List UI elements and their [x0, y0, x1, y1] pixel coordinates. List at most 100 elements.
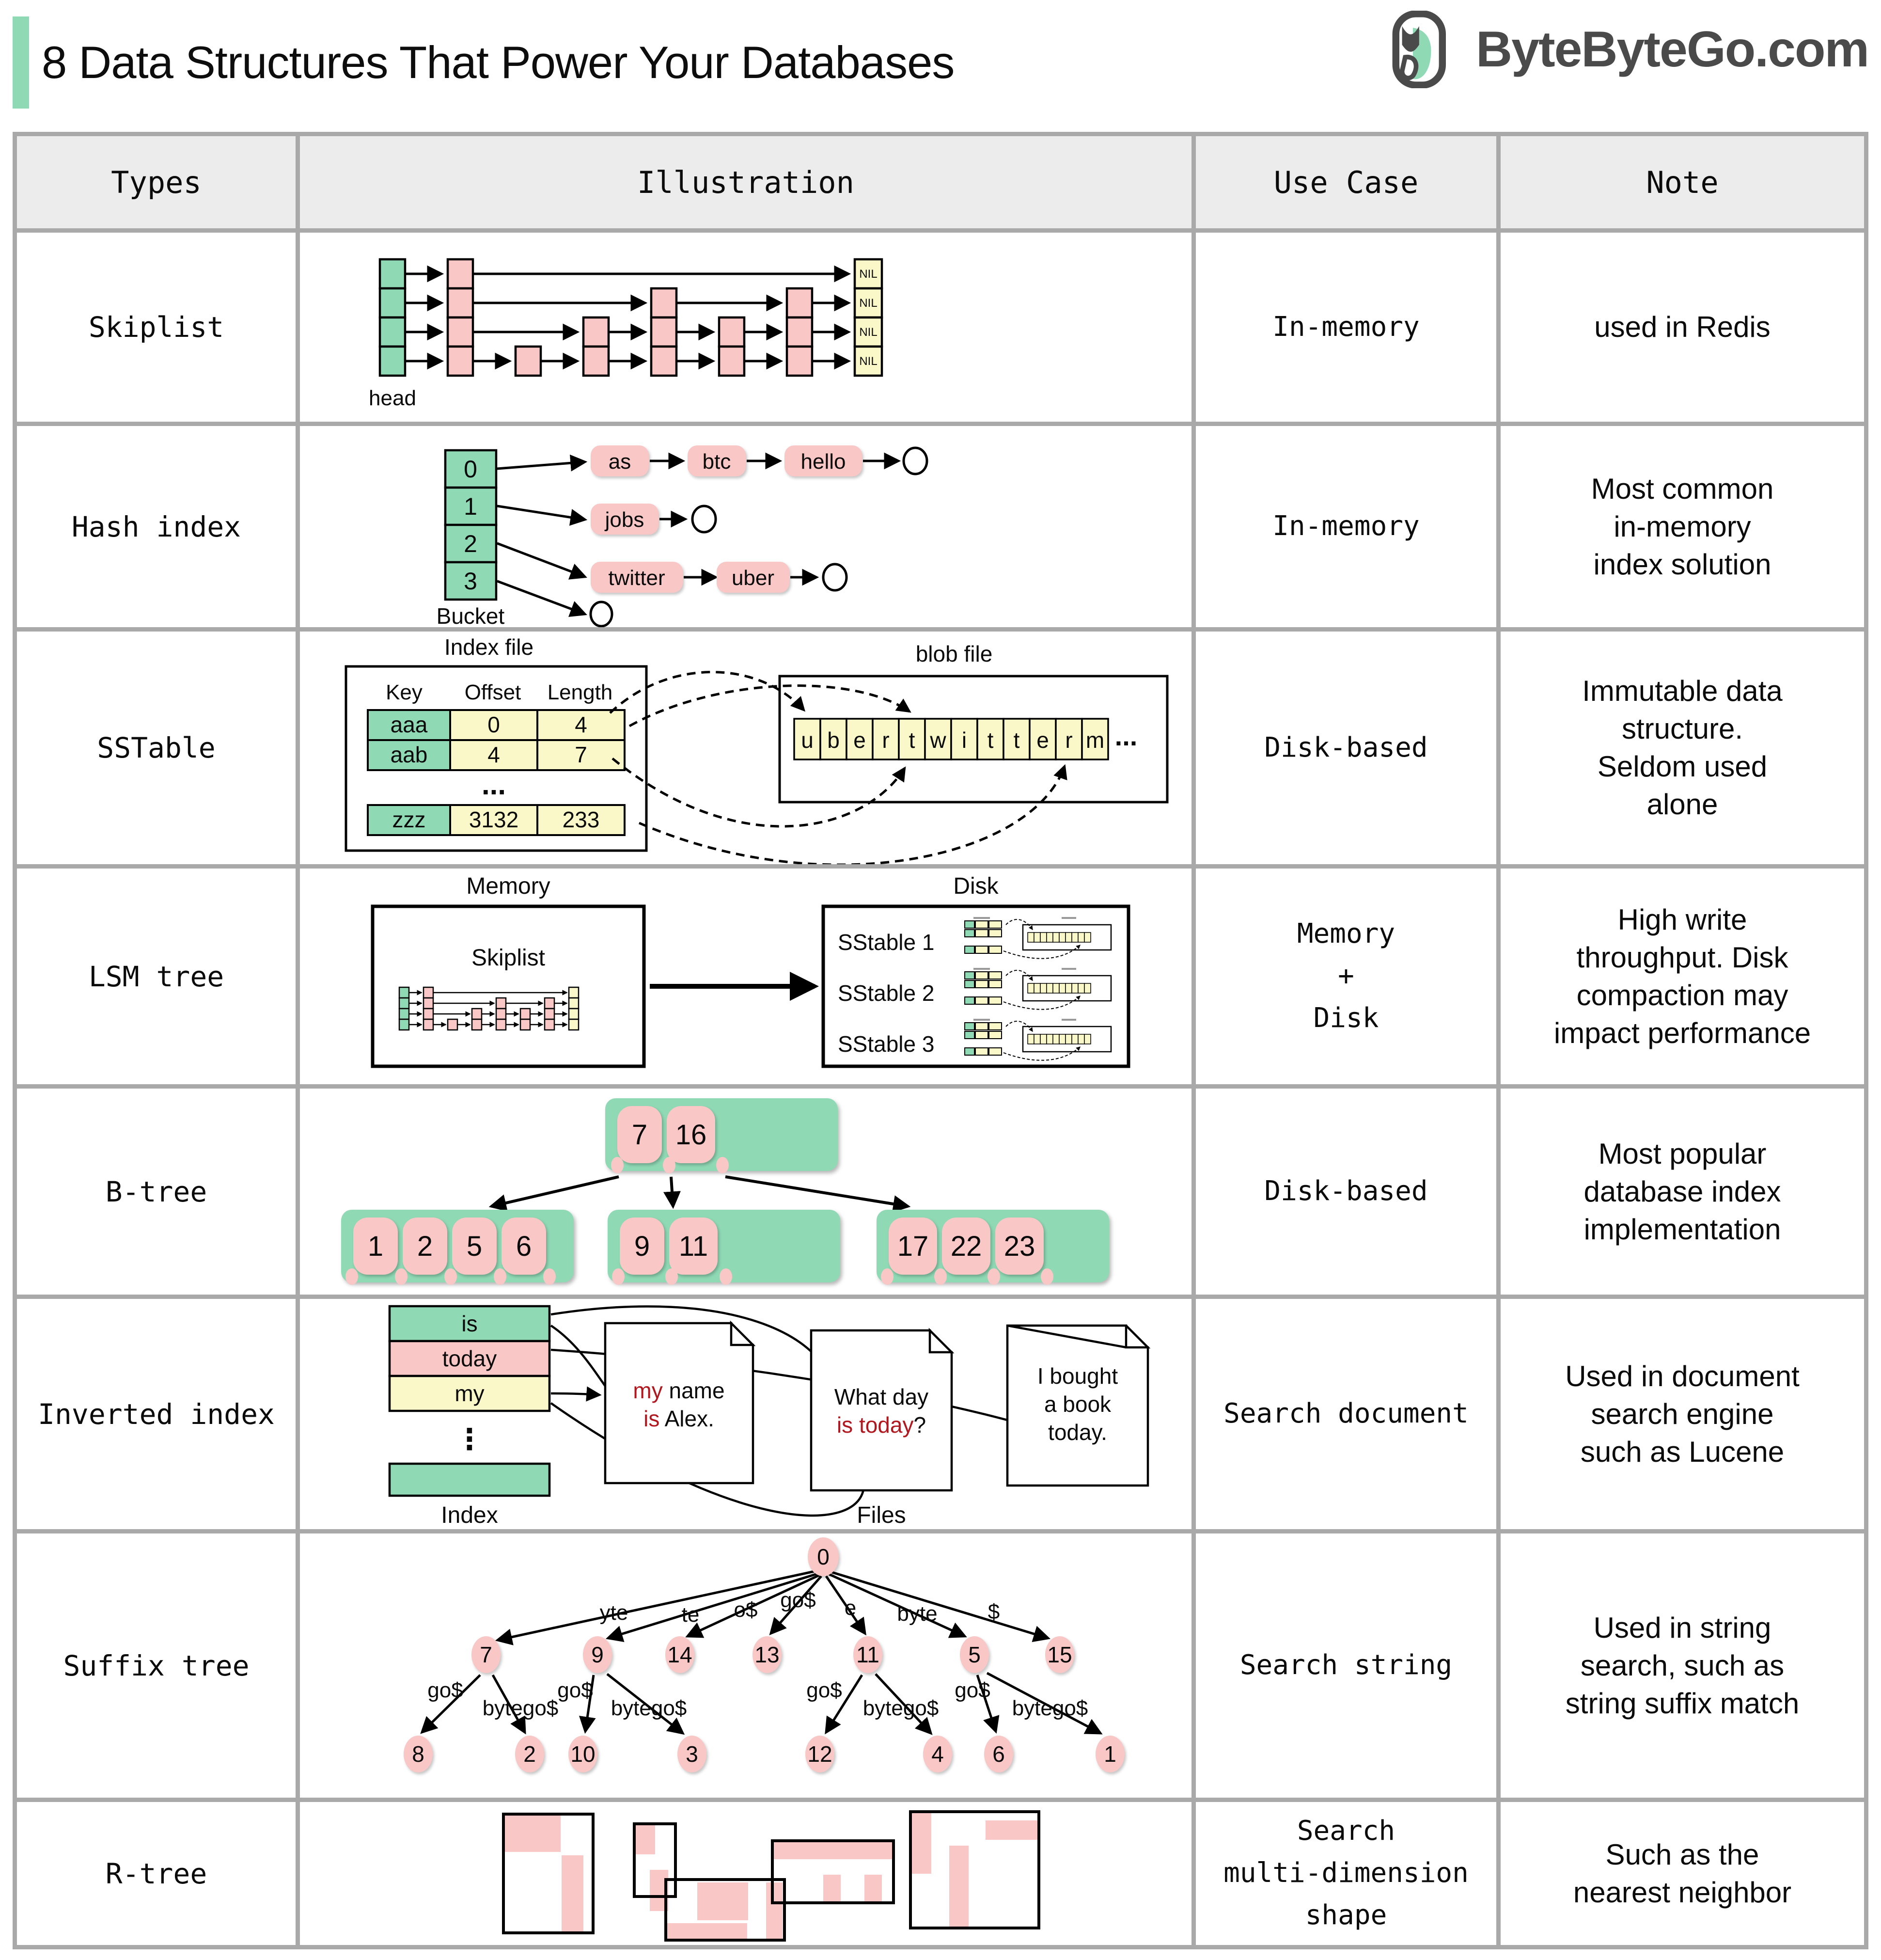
btree-key: 6	[516, 1231, 532, 1262]
blob-char: e	[1036, 727, 1049, 753]
usecase-btree: Disk-based	[1196, 1089, 1496, 1295]
edge-label: go$	[955, 1678, 990, 1702]
blob-char: u	[801, 727, 814, 753]
hash-index-diagram: 0 1 2 3 as btc hello jobs twitt	[437, 445, 928, 627]
blob-char: r	[1065, 727, 1072, 753]
note-inverted-index: Used in document search engine such as L…	[1501, 1299, 1864, 1529]
skiplist-head-label: head	[369, 386, 416, 410]
btree-key: 1	[368, 1231, 383, 1262]
chain-node-label: uber	[732, 566, 774, 590]
suffix-node: 6	[992, 1741, 1005, 1767]
rtree-data-rects	[505, 1813, 1038, 1939]
blob-char: t	[909, 727, 915, 753]
edge-label: te	[682, 1603, 700, 1627]
blob-char: m	[1086, 727, 1104, 753]
blob-file-label: blob file	[916, 641, 993, 666]
note-rtree: Such as the nearest neighbor	[1501, 1802, 1864, 1945]
header-use-case: Use Case	[1196, 136, 1496, 228]
type-suffix-tree: Suffix tree	[17, 1533, 296, 1798]
type-inverted-index: Inverted index	[17, 1299, 296, 1529]
blob-char: w	[929, 727, 946, 753]
sstable-key: aab	[391, 742, 428, 767]
suffix-edges	[420, 1570, 1103, 1735]
edge-label: go$	[780, 1588, 815, 1612]
edge-label: go$	[557, 1678, 593, 1702]
nil-label: NIL	[859, 268, 877, 281]
suffix-node: 4	[931, 1741, 944, 1767]
blob-char: t	[988, 727, 994, 753]
doc1-my: my	[633, 1378, 662, 1403]
brand-logo: ByteByteGo.com	[1390, 11, 1869, 88]
files-label: Files	[857, 1502, 906, 1528]
edge-label: $	[988, 1600, 1000, 1624]
bytebytego-icon	[1392, 11, 1446, 88]
lsm-tree-diagram: Memory Disk Skiplist	[371, 873, 1130, 1068]
illustration-hash-index: 0 1 2 3 as btc hello jobs twitt	[300, 426, 1191, 627]
btree-key: 23	[1004, 1231, 1035, 1262]
rtree-bounding-boxes	[502, 1810, 1040, 1942]
sstable-offset: 3132	[469, 807, 518, 832]
chain-node-label: as	[609, 450, 631, 474]
edge-label: e	[845, 1596, 856, 1620]
usecase-suffix-tree: Search string	[1196, 1533, 1496, 1798]
skiplist-nil-column	[853, 258, 883, 377]
blob-char: r	[882, 727, 889, 753]
note-suffix-tree: Used in string search, such as string su…	[1501, 1533, 1864, 1798]
suffix-edge-labels: yte te o$ go$ e byte $ go$ bytego$ go$ b…	[427, 1588, 1088, 1720]
index-vertical-ellipsis: ⋮	[455, 1423, 484, 1455]
usecase-hash-index: In-memory	[1196, 426, 1496, 627]
chain-node-label: jobs	[604, 508, 644, 532]
suffix-node: 15	[1047, 1642, 1072, 1667]
sstable-offset: 0	[487, 712, 500, 737]
btree-key: 22	[951, 1231, 982, 1262]
doc1-is: is	[643, 1406, 659, 1431]
btree-child-pointers	[345, 1157, 1053, 1285]
bucket-label: Bucket	[437, 603, 505, 627]
btree-key: 9	[634, 1231, 650, 1262]
header-illustration: Illustration	[300, 136, 1191, 228]
suffix-node: 13	[754, 1642, 779, 1667]
sstable-length: 7	[575, 742, 587, 767]
chain-node-label: hello	[801, 450, 846, 474]
blob-cells	[793, 718, 1109, 760]
index-term: my	[455, 1381, 484, 1406]
offset-pointer-arcs	[609, 671, 1067, 864]
hash-chain-nodes	[591, 445, 862, 593]
btree-keys	[353, 1106, 1044, 1275]
btree-key: 7	[632, 1119, 647, 1151]
bucket-cell: 2	[464, 530, 477, 557]
usecase-lsm-tree: Memory + Disk	[1196, 869, 1496, 1084]
type-btree: B-tree	[17, 1089, 296, 1295]
edge-label: yte	[600, 1601, 628, 1625]
suffix-node: 14	[667, 1642, 692, 1667]
note-skiplist: used in Redis	[1501, 233, 1864, 422]
skiplist-nodes	[446, 258, 814, 377]
brand-name: ByteByteGo.com	[1476, 21, 1869, 78]
suffix-nodes	[404, 1537, 1125, 1772]
sstable-offset: 4	[487, 742, 500, 767]
page-title: 8 Data Structures That Power Your Databa…	[42, 37, 955, 88]
skiplist-head-column	[378, 258, 407, 377]
sstable-key: aaa	[391, 712, 428, 737]
suffix-node: 11	[856, 1642, 879, 1667]
btree-key: 17	[897, 1231, 929, 1262]
blob-char: t	[1014, 727, 1020, 753]
nil-label: NIL	[859, 326, 877, 339]
rtree-diagram	[502, 1810, 1040, 1942]
chain-node-label: btc	[703, 450, 731, 474]
suffix-node: 8	[412, 1741, 424, 1767]
sstable-item: SStable 3	[838, 1031, 934, 1057]
suffix-tree-diagram: 0 7 9 14 13 11 5 15 8 2 10 3 12 4 6 1 yt…	[404, 1537, 1125, 1772]
doc1-line2: is Alex.	[643, 1406, 714, 1431]
illustration-lsm-tree: Memory Disk Skiplist	[300, 869, 1191, 1084]
mini-sstable-thumbnails	[964, 917, 1112, 1061]
index-term: today	[442, 1346, 497, 1371]
header-note: Note	[1501, 136, 1864, 228]
bucket-cell: 3	[464, 568, 477, 595]
index-label: Index	[441, 1502, 498, 1528]
sstable-diagram: Index file Key Offset Length aaa 0 4 aab…	[345, 634, 1169, 864]
col-header-length: Length	[548, 680, 613, 704]
nil-label: NIL	[859, 355, 877, 368]
type-hash-index: Hash index	[17, 426, 296, 627]
mini-skiplist	[398, 986, 580, 1031]
